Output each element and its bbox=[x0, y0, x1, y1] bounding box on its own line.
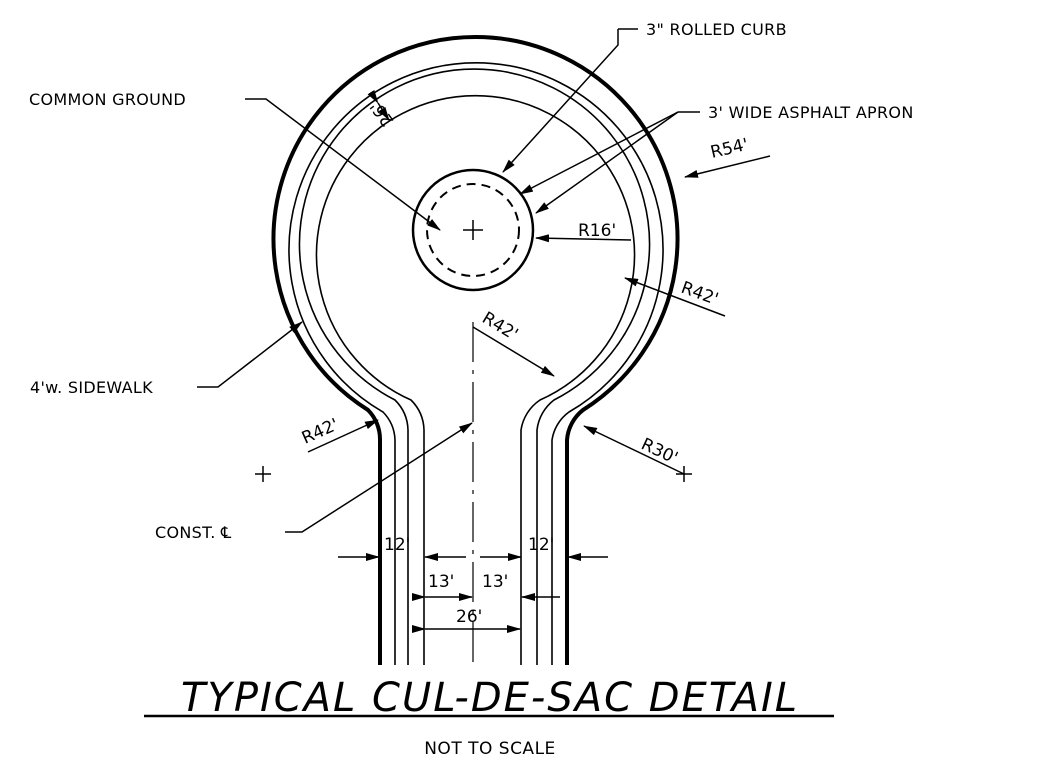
center-island-apron bbox=[426, 183, 520, 277]
r42-left-dimension: R42' bbox=[299, 415, 342, 449]
rolled-curb-leader bbox=[502, 29, 619, 173]
sidewalk-label: 4'w. SIDEWALK bbox=[30, 378, 153, 397]
const-cl-leader bbox=[285, 422, 473, 533]
back-of-curb bbox=[298, 68, 651, 665]
d26-diag-leader bbox=[367, 89, 390, 121]
d12-left-dimension: 12' bbox=[384, 535, 410, 555]
drawing-subtitle: NOT TO SCALE bbox=[424, 739, 556, 759]
r30-leader bbox=[583, 425, 685, 475]
r30-dimension: R30' bbox=[638, 434, 681, 468]
common-ground-leader bbox=[245, 98, 441, 231]
r54-leader bbox=[684, 155, 771, 178]
asphalt-apron-leader-1 bbox=[519, 111, 679, 195]
d13-left-dimension: 13' bbox=[428, 572, 454, 592]
drawing-title: TYPICAL CUL-DE-SAC DETAIL bbox=[181, 675, 799, 721]
r42-center-dimension: R42' bbox=[478, 308, 521, 345]
const-cl-label: CONST. ℄ bbox=[155, 523, 232, 542]
asphalt-apron-label: 3' WIDE ASPHALT APRON bbox=[708, 103, 914, 122]
r42-left-leader bbox=[307, 419, 379, 453]
sidewalk-inner-edge bbox=[288, 62, 664, 665]
sidewalk-outer-edge bbox=[271, 35, 680, 665]
center-island-curb bbox=[411, 168, 535, 292]
d26-bottom-dimension: 26' bbox=[456, 607, 482, 627]
r16-leader bbox=[535, 234, 632, 243]
r54-dimension: R54' bbox=[709, 135, 751, 163]
sidewalk-leader bbox=[197, 321, 303, 388]
asphalt-apron-leader-2 bbox=[535, 111, 679, 214]
rolled-curb-label: 3" ROLLED CURB bbox=[646, 20, 787, 39]
r42-center-leader bbox=[472, 326, 555, 377]
common-ground-label: COMMON GROUND bbox=[29, 90, 186, 109]
d12-right-dimension: 12' bbox=[528, 535, 554, 555]
r42-right-dimension: R42' bbox=[678, 278, 721, 310]
r42-right-leader bbox=[624, 277, 726, 317]
pavement-edge bbox=[315, 94, 636, 665]
d13-right-dimension: 13' bbox=[482, 572, 508, 592]
r16-dimension: R16' bbox=[578, 221, 616, 241]
